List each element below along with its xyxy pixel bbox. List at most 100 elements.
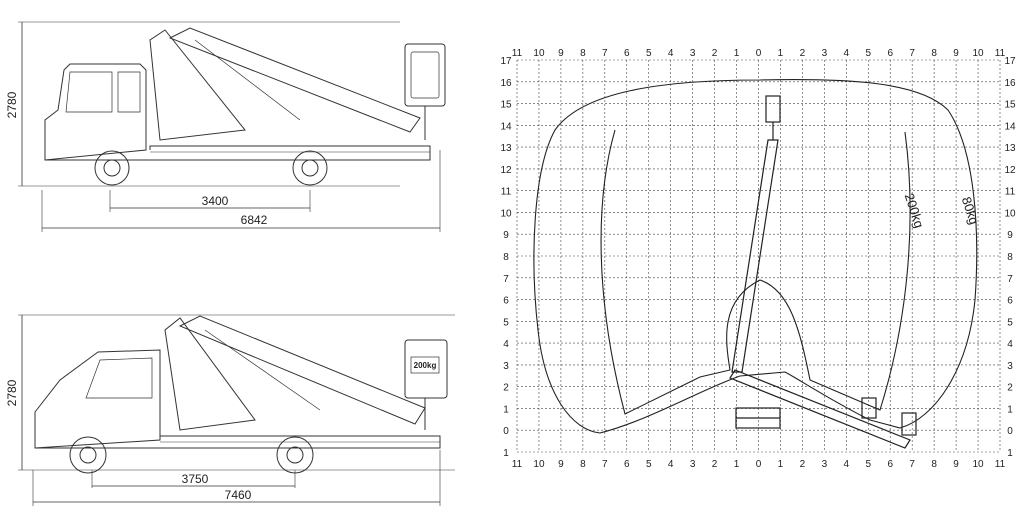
y-tick-label: 7 (503, 274, 509, 285)
x-tick-label: 8 (580, 459, 586, 470)
x-tick-label: 11 (512, 48, 523, 59)
x-tick-label: 7 (602, 459, 608, 470)
x-tick-label: 0 (756, 459, 762, 470)
rear-wheel (292, 150, 328, 186)
y-tick-label: 16 (1004, 78, 1016, 89)
outer-envelope-label: 80kg (959, 195, 982, 226)
x-tick-label: 9 (953, 48, 959, 59)
x-tick-label: 9 (953, 459, 959, 470)
y-tick-label: 15 (500, 100, 512, 111)
x-tick-label: 10 (972, 459, 984, 470)
truck-bottom-drawing (18, 314, 455, 506)
x-tick-label: 1 (734, 459, 740, 470)
truck-top-height-label: 2780 (5, 91, 19, 118)
x-tick-label: 8 (931, 459, 937, 470)
basket-bottom (404, 339, 448, 399)
x-tick-label: 8 (931, 48, 937, 59)
x-tick-label: 1 (734, 48, 740, 59)
y-tick-label: 17 (1004, 56, 1016, 67)
x-tick-label: 5 (646, 459, 652, 470)
x-tick-label: 2 (800, 48, 806, 59)
x-tick-label: 4 (844, 459, 850, 470)
x-tick-label: 11 (995, 48, 1006, 59)
cab-outline (44, 63, 147, 161)
y-tick-label: 1 (1007, 448, 1013, 459)
y-tick-label: 8 (503, 252, 509, 263)
rear-wheel-2 (276, 436, 314, 474)
y-tick-label: 14 (1004, 121, 1016, 132)
y-tick-label: 3 (503, 361, 509, 372)
y-tick-label: 9 (1007, 230, 1013, 241)
y-tick-label: 10 (1004, 208, 1016, 219)
x-tick-label: 1 (778, 48, 784, 59)
boom-upper-2 (178, 315, 426, 425)
y-tick-label: 4 (1007, 339, 1013, 350)
boom-lower-2 (164, 317, 256, 431)
boom-upper (168, 27, 421, 133)
y-tick-label: 13 (500, 143, 512, 154)
x-tick-label: 1 (778, 459, 784, 470)
boom-horizontal (729, 369, 917, 449)
y-tick-label: 1 (503, 404, 509, 415)
outer-envelope-80kg (533, 79, 978, 434)
x-tick-label: 11 (995, 459, 1006, 470)
truck-bottom-length-label: 7460 (225, 488, 252, 502)
truck-base-rear-view (735, 407, 781, 429)
y-tick-label: 12 (500, 165, 512, 176)
x-tick-label: 2 (712, 48, 718, 59)
x-tick-label: 5 (865, 48, 871, 59)
y-tick-label: 16 (500, 78, 512, 89)
x-tick-label: 6 (887, 459, 893, 470)
x-tick-label: 8 (580, 48, 586, 59)
inner-envelope-200kg (600, 129, 911, 415)
x-tick-label: 10 (533, 48, 545, 59)
x-tick-label: 9 (558, 459, 564, 470)
x-tick-label: 5 (865, 459, 871, 470)
x-tick-label: 6 (887, 48, 893, 59)
reach-grid (516, 59, 1001, 453)
y-tick-label: 7 (1007, 274, 1013, 285)
y-tick-label: 1 (1007, 404, 1013, 415)
x-tick-label: 6 (624, 459, 630, 470)
chassis (45, 145, 431, 161)
y-tick-label: 11 (501, 187, 512, 198)
y-tick-label: 14 (500, 121, 512, 132)
x-tick-label: 2 (712, 459, 718, 470)
x-tick-label: 0 (756, 48, 762, 59)
cab-outline-2 (34, 349, 161, 449)
x-tick-label: 5 (646, 48, 652, 59)
y-tick-label: 5 (503, 317, 509, 328)
inner-envelope-label: 200kg (902, 191, 927, 229)
x-tick-label: 3 (690, 459, 696, 470)
x-tick-label: 3 (822, 48, 828, 59)
y-tick-label: 6 (503, 296, 509, 307)
y-tick-label: 9 (503, 230, 509, 241)
y-tick-label: 13 (1004, 143, 1016, 154)
x-tick-label: 7 (909, 459, 915, 470)
x-tick-label: 11 (512, 459, 523, 470)
boom-lower (149, 29, 246, 141)
y-tick-label: 11 (1005, 187, 1016, 198)
x-tick-label: 9 (558, 48, 564, 59)
x-tick-label: 4 (668, 48, 674, 59)
truck-top-wheelbase-label: 3400 (202, 194, 229, 208)
basket-load-tag: 200kg (414, 361, 437, 370)
x-tick-label: 3 (822, 459, 828, 470)
truck-bottom-wheelbase-label: 3750 (182, 472, 209, 486)
y-tick-label: 10 (500, 208, 512, 219)
y-tick-label: 8 (1007, 252, 1013, 263)
boom-vertical (731, 95, 781, 373)
y-tick-label: 6 (1007, 296, 1013, 307)
y-tick-label: 0 (503, 426, 509, 437)
y-tick-label: 0 (1007, 426, 1013, 437)
front-wheel (94, 150, 130, 186)
y-tick-label: 17 (500, 56, 512, 67)
y-tick-label: 15 (1004, 100, 1016, 111)
truck-bottom-height-label: 2780 (5, 379, 19, 406)
x-tick-label: 6 (624, 48, 630, 59)
